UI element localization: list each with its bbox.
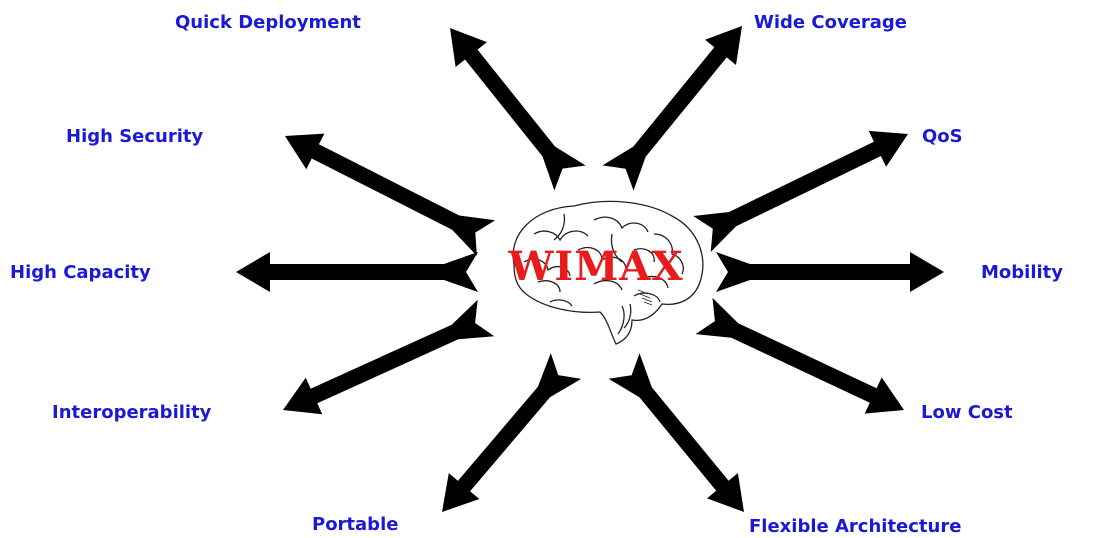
arrow-qos — [693, 130, 908, 252]
label-wide-coverage: Wide Coverage — [754, 12, 908, 33]
arrow-high-capacity — [236, 252, 478, 292]
label-qos: QoS — [922, 126, 963, 147]
label-high-capacity: High Capacity — [10, 262, 151, 283]
arrow-flexible-architecture — [608, 353, 744, 512]
label-flexible-architecture: Flexible Architecture — [749, 516, 962, 537]
arrow-mobility — [716, 252, 944, 292]
brain-icon — [512, 200, 704, 345]
center-title: WIMAX — [508, 243, 684, 290]
arrow-interoperability — [283, 299, 495, 415]
arrow-quick-deployment — [450, 28, 586, 191]
label-low-cost: Low Cost — [921, 402, 1013, 423]
arrow-high-security — [285, 133, 496, 256]
label-interoperability: Interoperability — [52, 402, 212, 423]
arrow-portable — [442, 353, 582, 512]
label-mobility: Mobility — [981, 262, 1064, 283]
arrow-wide-coverage — [602, 26, 742, 191]
arrow-low-cost — [695, 297, 904, 414]
label-high-security: High Security — [66, 126, 204, 147]
label-quick-deployment: Quick Deployment — [175, 12, 361, 33]
label-portable: Portable — [312, 514, 399, 535]
